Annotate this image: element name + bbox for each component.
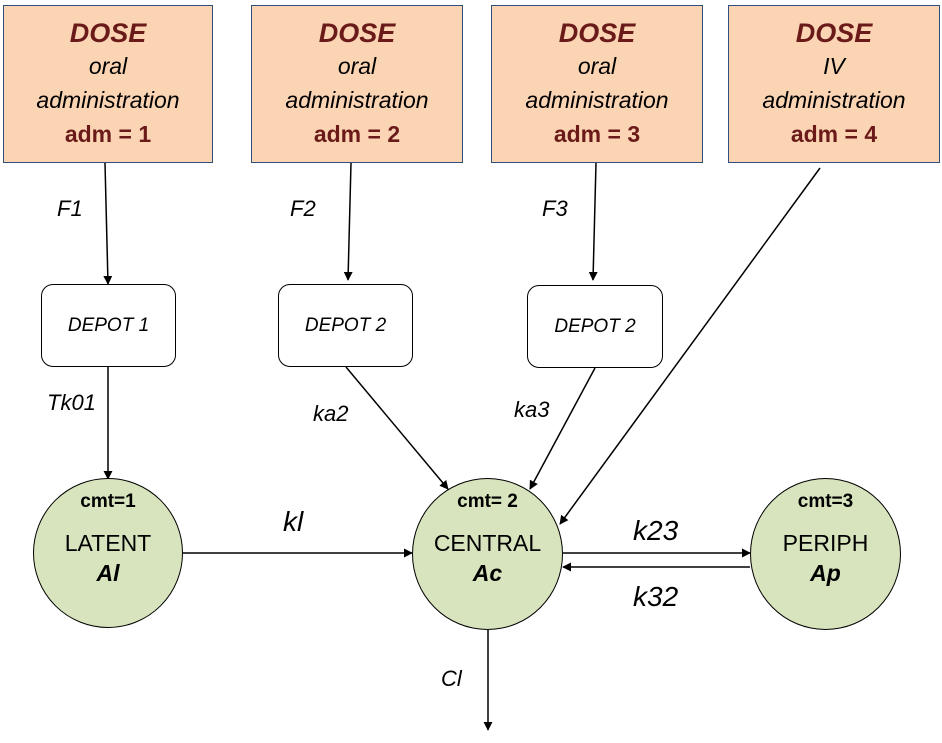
dose-admin: administration: [36, 87, 180, 113]
rate-label-f1: F1: [57, 196, 83, 221]
rate-label-k23: k23: [633, 515, 679, 546]
compartment-name: LATENT: [64, 530, 152, 556]
depot-box-1: DEPOT 1: [41, 284, 176, 367]
depot-box-3: DEPOT 2: [527, 285, 663, 368]
compartment-name: PERIPH: [782, 530, 869, 556]
arrow-dose1-to-depot1: [103, 162, 113, 285]
compartment-latent: cmt=1 LATENT Al: [33, 478, 183, 628]
depot-label: DEPOT 2: [554, 315, 636, 337]
dose-title: DOSE: [318, 18, 396, 48]
depot-label: DEPOT 1: [67, 314, 150, 336]
rate-label-cl: Cl: [441, 666, 462, 691]
dose-adm: adm = 2: [313, 121, 401, 147]
dose-title: DOSE: [558, 18, 636, 48]
arrow-dose2-to-depot2: [343, 162, 353, 281]
dose-route: IV: [823, 53, 845, 79]
dose-admin: administration: [762, 87, 906, 113]
cmt-number: cmt= 2: [457, 491, 518, 512]
dose-adm: adm = 4: [790, 121, 878, 147]
compartment-name: CENTRAL: [433, 530, 542, 556]
cmt-number: cmt=3: [797, 491, 854, 512]
dose-adm: adm = 1: [64, 121, 152, 147]
arrow-depot2-to-central: [345, 366, 449, 490]
cmt-number: cmt=1: [80, 491, 136, 512]
dose-box-adm2: DOSE oral administration adm = 2: [251, 5, 463, 163]
compartment-amount: Ap: [810, 560, 841, 586]
dose-route: oral: [337, 53, 377, 79]
arrow-depot3-to-central: [529, 367, 596, 490]
arrow-dose3-to-depot3: [588, 162, 598, 281]
compartment-amount: Al: [96, 560, 120, 586]
dose-box-adm3: DOSE oral administration adm = 3: [491, 5, 703, 163]
dose-box-adm1: DOSE oral administration adm = 1: [3, 5, 213, 163]
rate-label-f2: F2: [290, 196, 316, 221]
dose-adm: adm = 3: [553, 121, 641, 147]
dose-route: oral: [577, 53, 617, 79]
depot-label: DEPOT 2: [304, 314, 387, 336]
compartment-amount: Ac: [472, 560, 503, 586]
dose-admin: administration: [285, 87, 429, 113]
rate-label-f3: F3: [542, 196, 568, 221]
rate-label-k32: k32: [633, 581, 679, 612]
compartment-central: cmt= 2 CENTRAL Ac: [412, 478, 563, 630]
rate-label-ka3: ka3: [514, 397, 550, 422]
dose-box-adm4: DOSE IV administration adm = 4: [728, 5, 940, 163]
rate-label-tk01: Tk01: [47, 390, 96, 415]
compartment-periph: cmt=3 PERIPH Ap: [750, 478, 901, 630]
dose-route: oral: [88, 53, 128, 79]
arrow-dose4-to-central: [559, 167, 821, 525]
dose-title: DOSE: [795, 18, 873, 48]
rate-label-ka2: ka2: [313, 401, 349, 426]
dose-admin: administration: [525, 87, 669, 113]
dose-title: DOSE: [69, 18, 147, 48]
depot-box-2: DEPOT 2: [278, 284, 413, 367]
rate-label-kl: kl: [283, 506, 304, 537]
